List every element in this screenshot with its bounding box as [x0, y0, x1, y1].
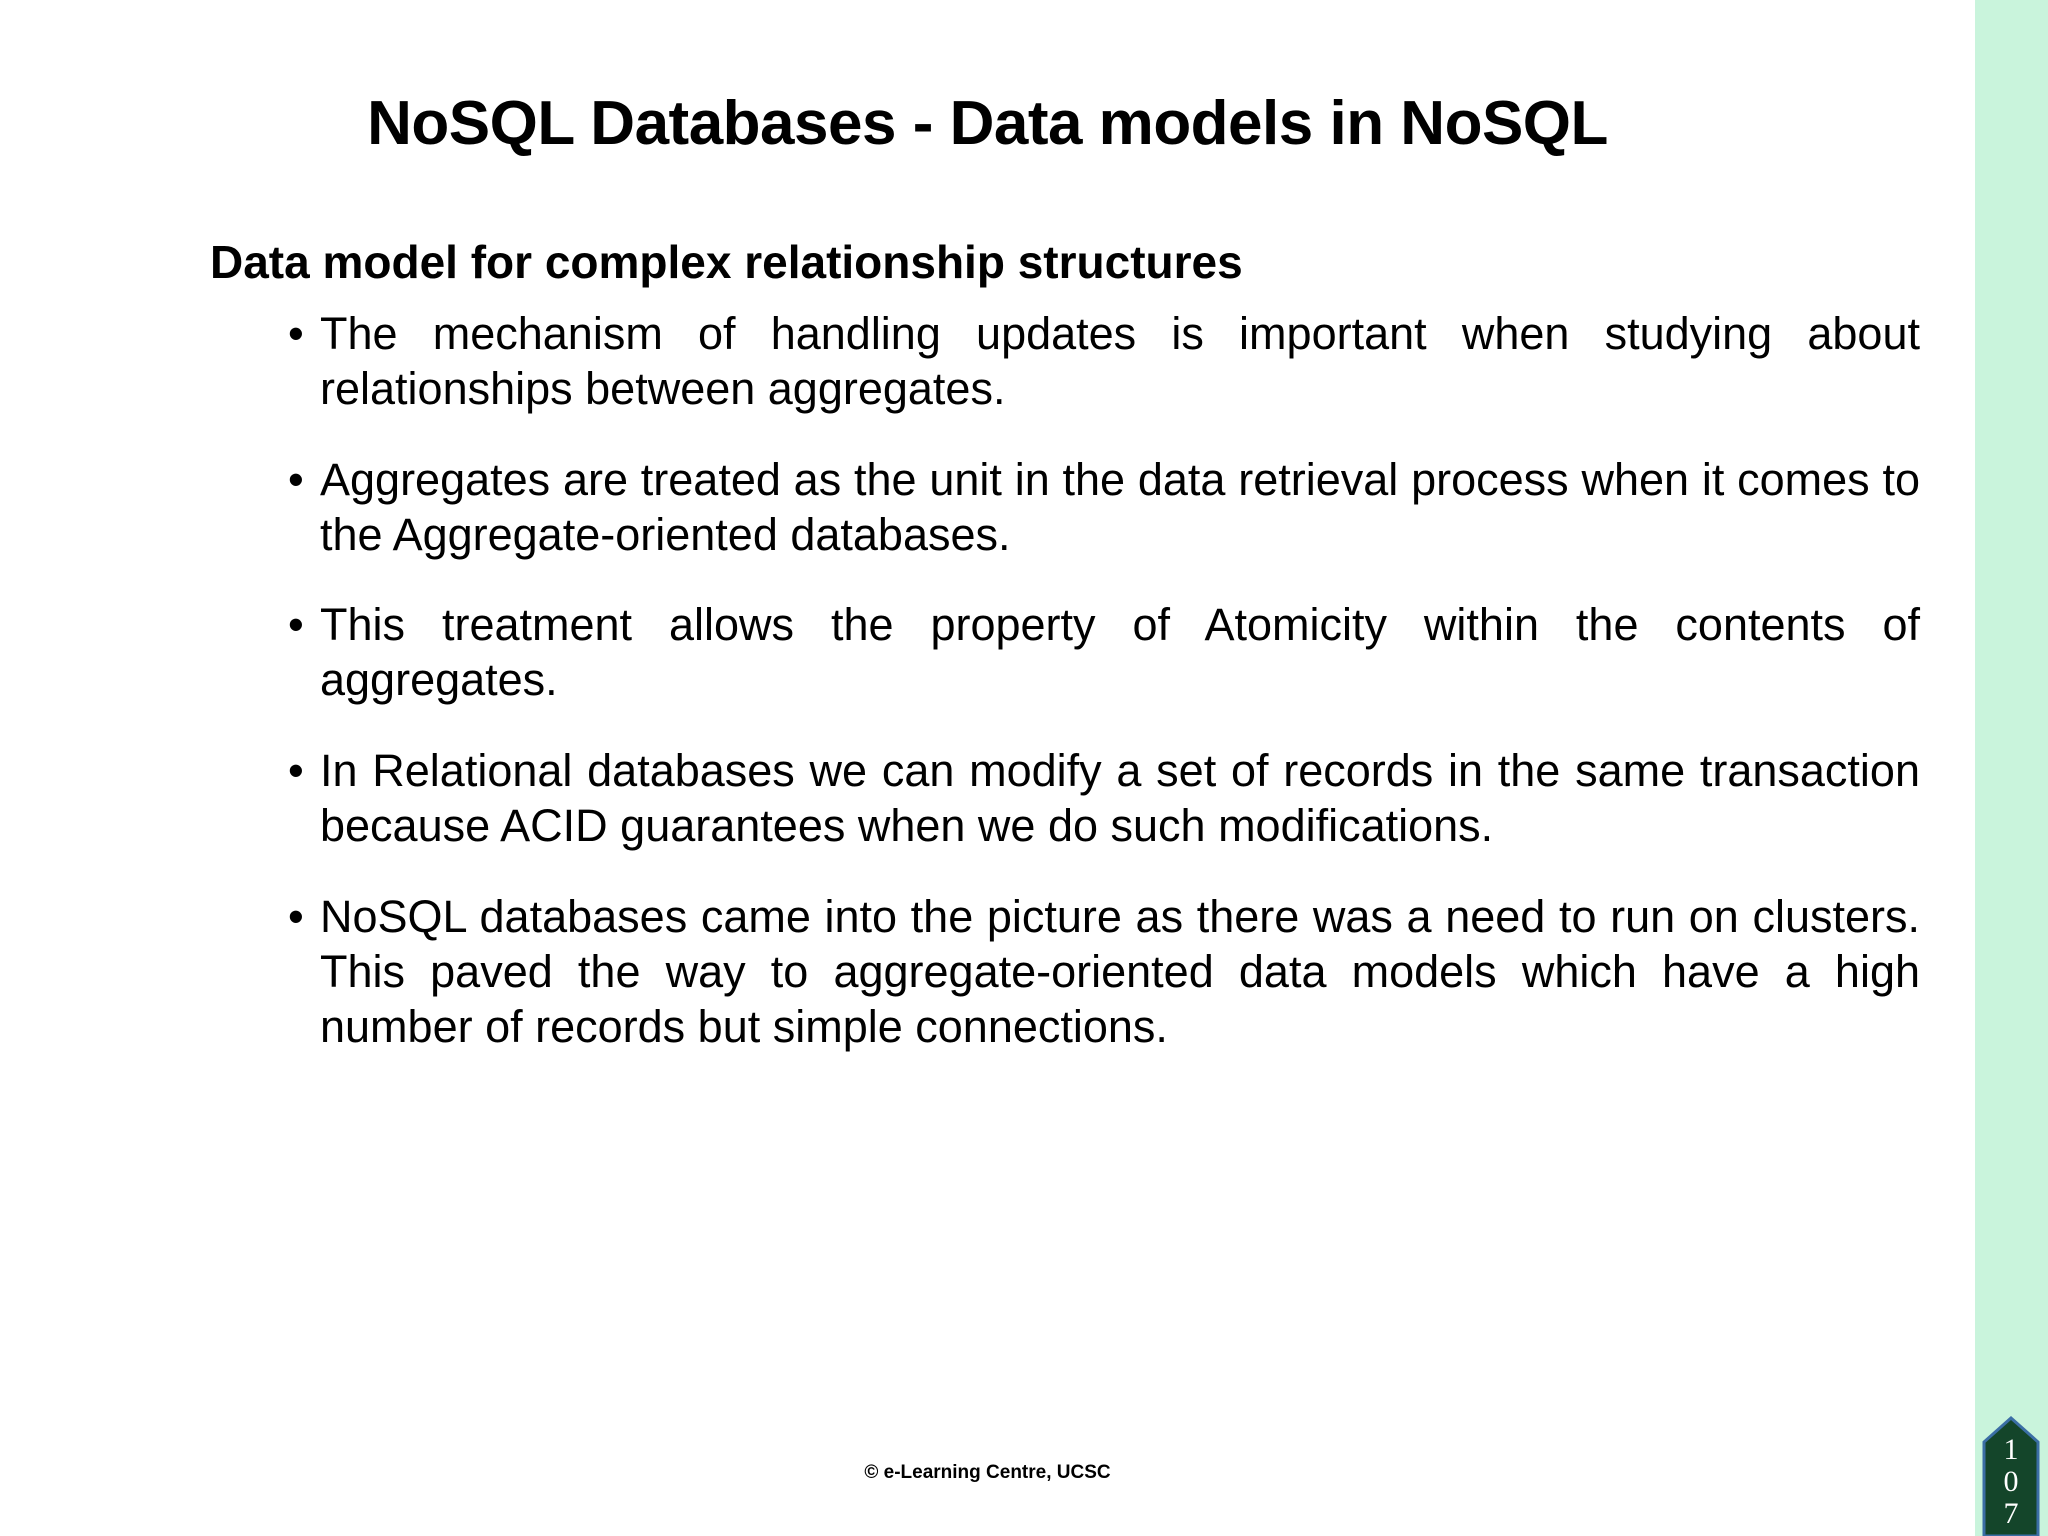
page-number-digits: 1 0 7	[1982, 1416, 2040, 1536]
bullet-point-icon: •	[288, 307, 304, 359]
bullet-point-icon: •	[288, 745, 304, 797]
list-item-text: This treatment allows the property of At…	[320, 599, 1920, 706]
list-item-text: In Relational databases we can modify a …	[320, 745, 1920, 852]
right-decorative-band	[1975, 0, 2048, 1536]
badge-shape-icon	[1982, 1416, 2040, 1536]
footer-copyright: © e-Learning Centre, UCSC	[864, 1462, 1111, 1483]
list-item-text: NoSQL databases came into the picture as…	[320, 891, 1920, 1052]
list-item: • Aggregates are treated as the unit in …	[210, 453, 1920, 563]
list-item-text: The mechanism of handling updates is imp…	[320, 307, 1920, 414]
page-number-digit-2: 0	[2003, 1464, 2019, 1498]
list-item: • In Relational databases we can modify …	[210, 744, 1920, 854]
page-number-digit-3: 7	[2003, 1496, 2019, 1530]
list-item: • This treatment allows the property of …	[210, 598, 1920, 708]
list-item-text: Aggregates are treated as the unit in th…	[320, 453, 1920, 560]
page-number-badge: 1 0 7	[1982, 1416, 2040, 1536]
list-item: • NoSQL databases came into the picture …	[210, 890, 1920, 1055]
page-number-digit-1: 1	[2003, 1433, 2019, 1466]
bullet-list: • The mechanism of handling updates is i…	[210, 307, 1920, 1055]
bullet-point-icon: •	[288, 891, 304, 943]
bullet-point-icon: •	[288, 453, 304, 505]
list-item: • The mechanism of handling updates is i…	[210, 307, 1920, 417]
bullet-point-icon: •	[288, 599, 304, 651]
slide-content: Data model for complex relationship stru…	[210, 236, 1920, 1055]
page-title: NoSQL Databases - Data models in NoSQL	[367, 89, 1608, 158]
section-heading: Data model for complex relationship stru…	[210, 236, 1243, 288]
